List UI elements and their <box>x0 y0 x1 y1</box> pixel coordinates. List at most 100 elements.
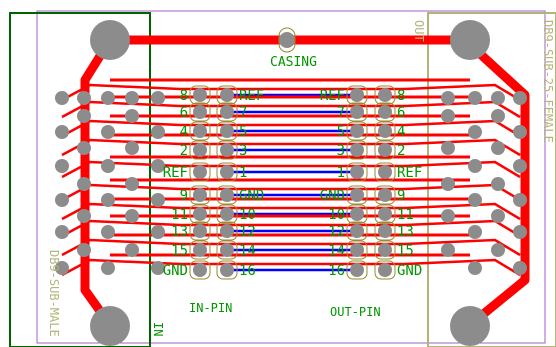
header-pad-outline <box>346 102 368 122</box>
casing-pad-outline <box>278 27 296 53</box>
header-pad-outline <box>216 121 238 141</box>
header-pad-outline <box>189 121 211 141</box>
pin-label: REF <box>239 88 264 104</box>
header-pad <box>378 207 392 221</box>
header-pad-outline <box>374 204 396 224</box>
pin-label: 10 <box>328 207 345 223</box>
pin-label: 5 <box>239 124 247 140</box>
header-pad-outline <box>216 140 238 160</box>
header-pad <box>193 263 207 277</box>
pin-label: REF <box>397 165 422 181</box>
red-trace <box>61 160 521 179</box>
connector-pad <box>77 243 91 257</box>
pin-label: 6 <box>180 105 188 121</box>
red-trace <box>61 238 521 257</box>
header-pad <box>193 224 207 238</box>
header-pad-outline <box>374 102 396 122</box>
pin-label: 9 <box>397 188 405 204</box>
pin-label: 3 <box>239 143 247 159</box>
pin-label: 9 <box>180 188 188 204</box>
red-trace <box>61 119 521 138</box>
header-pad-outline <box>216 221 238 241</box>
header-pad-outline <box>374 240 396 260</box>
header-pad-outline <box>189 240 211 260</box>
header-pad-outline <box>216 260 238 280</box>
connector-pad <box>125 91 139 105</box>
header-pad-outline <box>189 85 211 105</box>
pin-label: 6 <box>397 105 405 121</box>
pads-layer <box>55 85 527 280</box>
connector-pad <box>77 141 91 155</box>
connector-pad <box>491 243 505 257</box>
header-pad <box>220 243 234 257</box>
pin-label: 14 <box>328 243 345 259</box>
connector-pad <box>77 109 91 123</box>
pin-label: 3 <box>337 143 345 159</box>
pin-label: 15 <box>397 243 414 259</box>
header-pad-outline <box>346 140 368 160</box>
connector-pad <box>125 209 139 223</box>
header-pad-outline <box>346 162 368 182</box>
pin-label: 7 <box>337 105 345 121</box>
red-trace <box>61 83 521 102</box>
out-side-label: OUT <box>412 20 426 42</box>
mounting-hole-top-right <box>450 20 490 60</box>
connector-pad <box>468 125 482 139</box>
connector-pad <box>491 141 505 155</box>
pin-label: 2 <box>180 143 188 159</box>
header-pad-outline <box>216 162 238 182</box>
header-pad-outline <box>216 85 238 105</box>
out-pin-label: OUT-PIN <box>330 305 381 319</box>
header-pad <box>378 165 392 179</box>
header-pad-outline <box>189 162 211 182</box>
header-pad <box>193 207 207 221</box>
in-pin-label: IN-PIN <box>189 301 232 315</box>
connector-pad <box>513 225 527 239</box>
header-pad-outline <box>216 204 238 224</box>
header-pad <box>220 165 234 179</box>
header-pad-outline <box>189 221 211 241</box>
header-pad <box>350 124 364 138</box>
header-pad <box>378 88 392 102</box>
connector-pad <box>55 193 69 207</box>
pin-label: 4 <box>180 124 188 140</box>
mounting-hole-bottom-right <box>450 306 490 346</box>
connector-pad <box>441 209 455 223</box>
header-pad-outline <box>216 185 238 205</box>
pin-label: 13 <box>171 224 188 240</box>
pin-label: GND <box>397 263 422 279</box>
pin-label: 10 <box>239 207 256 223</box>
header-pad-outline <box>346 221 368 241</box>
pin-label: 5 <box>337 124 345 140</box>
header-pad-outline <box>346 121 368 141</box>
header-pad <box>220 188 234 202</box>
header-pad-outline <box>216 102 238 122</box>
red-trace <box>61 219 521 238</box>
connector-pad <box>468 91 482 105</box>
connector-pad <box>125 109 139 123</box>
connector-pad <box>468 225 482 239</box>
header-pad <box>193 165 207 179</box>
header-pad-outline <box>346 260 368 280</box>
header-pad <box>378 124 392 138</box>
connector-pad <box>55 91 69 105</box>
connector-pad <box>125 243 139 257</box>
connector-pad <box>151 225 165 239</box>
pin-label: 15 <box>171 243 188 259</box>
header-pad-outline <box>346 85 368 105</box>
connector-pad <box>101 91 115 105</box>
header-pad-outline <box>346 204 368 224</box>
connector-pad <box>513 193 527 207</box>
pin-label: 7 <box>239 105 247 121</box>
header-pad <box>378 224 392 238</box>
connector-pad <box>513 125 527 139</box>
header-pad <box>220 207 234 221</box>
pin-label: GND <box>320 188 345 204</box>
connector-pad <box>491 209 505 223</box>
header-pad-outline <box>374 85 396 105</box>
header-pad <box>378 188 392 202</box>
connector-pad <box>55 159 69 173</box>
male-connector-label: DB9-SUB-MALE <box>47 250 61 337</box>
red-trace <box>61 202 521 221</box>
header-pad-outline <box>346 240 368 260</box>
